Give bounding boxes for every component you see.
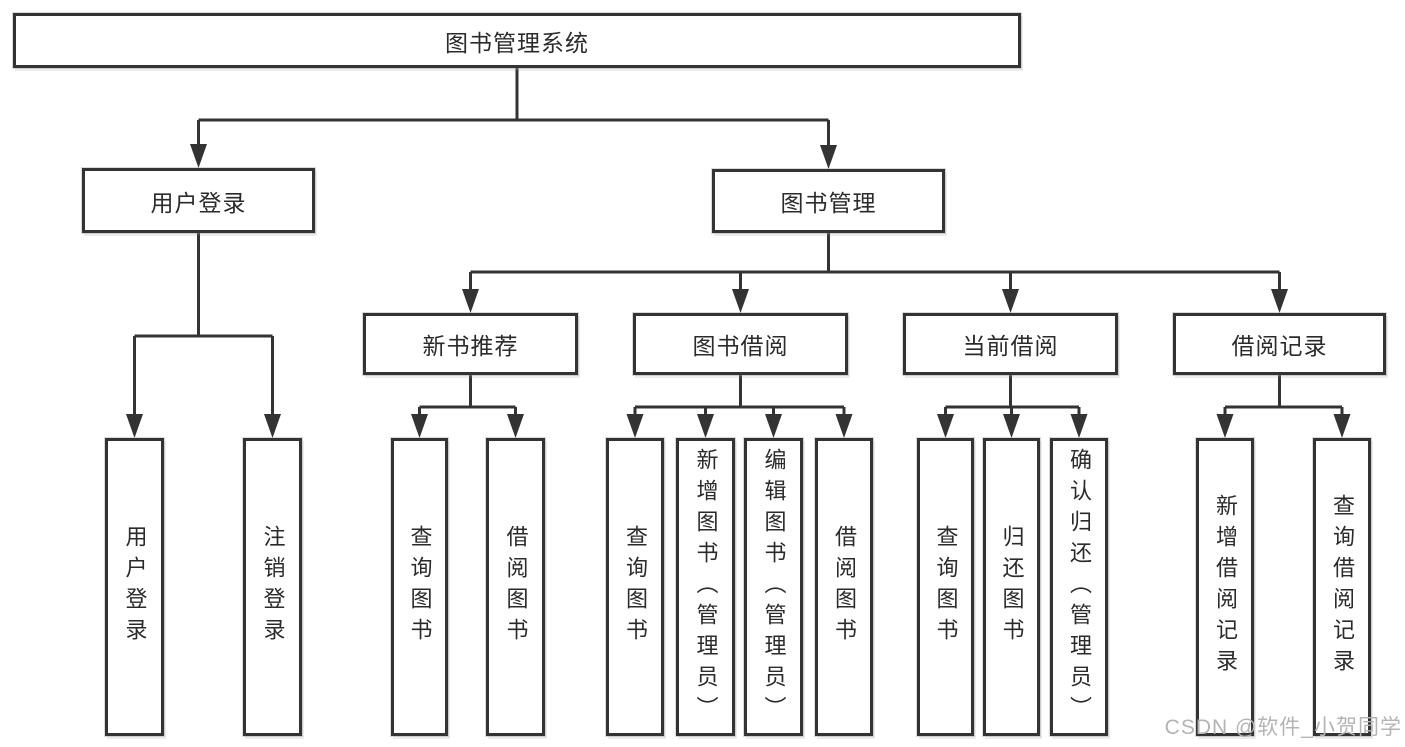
node-leaf-query-books-nb: 查询图书	[391, 438, 448, 736]
node-leaf-borrow-books-nb: 借阅图书	[486, 438, 545, 736]
node-label: 借阅图书	[832, 525, 857, 649]
node-label: 归还图书	[999, 525, 1025, 649]
node-leaf-confirm-return-admin: 确认归还（管理员）	[1050, 438, 1108, 736]
node-leaf-borrow-books-bw: 借阅图书	[815, 438, 873, 736]
node-label: 图书借阅	[692, 333, 789, 359]
node-leaf-return-books: 归还图书	[983, 438, 1040, 736]
node-label: 借阅记录	[1231, 333, 1328, 359]
node-leaf-edit-books-admin: 编辑图书（管理员）	[744, 438, 803, 736]
node-book-borrowing: 图书借阅	[633, 313, 848, 375]
node-label: 新书推荐	[422, 333, 519, 359]
node-label: 新增图书（管理员）	[693, 447, 719, 727]
node-label: 用户登录	[150, 189, 247, 216]
node-new-book-recommend: 新书推荐	[363, 313, 578, 375]
node-library-system: 图书管理系统	[13, 13, 1021, 68]
node-label: 注销登录	[260, 525, 286, 649]
node-label: 图书管理	[780, 190, 877, 216]
node-label: 查询图书	[407, 525, 433, 649]
node-label: 用户登录	[122, 525, 148, 649]
node-label: 当前借阅	[962, 333, 1059, 359]
node-label: 新增借阅记录	[1213, 494, 1238, 680]
node-label: 图书管理系统	[445, 29, 589, 56]
node-label: 确认归还（管理员）	[1067, 447, 1092, 727]
node-leaf-query-books-bw: 查询图书	[606, 438, 664, 736]
node-label: 查询借阅记录	[1330, 494, 1355, 680]
node-leaf-add-books-admin: 新增图书（管理员）	[676, 438, 735, 736]
node-label: 借阅图书	[503, 525, 529, 649]
node-borrowing-records: 借阅记录	[1173, 313, 1386, 375]
node-leaf-add-borrow-record: 新增借阅记录	[1196, 438, 1254, 736]
node-current-borrowing: 当前借阅	[903, 313, 1118, 375]
node-leaf-query-books-cb: 查询图书	[917, 438, 974, 736]
node-label: 编辑图书（管理员）	[761, 447, 787, 727]
node-user-login: 用户登录	[82, 168, 315, 233]
node-leaf-logout: 注销登录	[243, 438, 302, 736]
node-leaf-user-login: 用户登录	[105, 438, 164, 736]
node-label: 查询图书	[623, 525, 648, 649]
node-book-management: 图书管理	[712, 169, 945, 233]
watermark-text: CSDN @软件_小贺同学	[1164, 716, 1402, 739]
node-label: 查询图书	[933, 525, 959, 649]
node-leaf-query-borrow-record: 查询借阅记录	[1313, 438, 1371, 736]
